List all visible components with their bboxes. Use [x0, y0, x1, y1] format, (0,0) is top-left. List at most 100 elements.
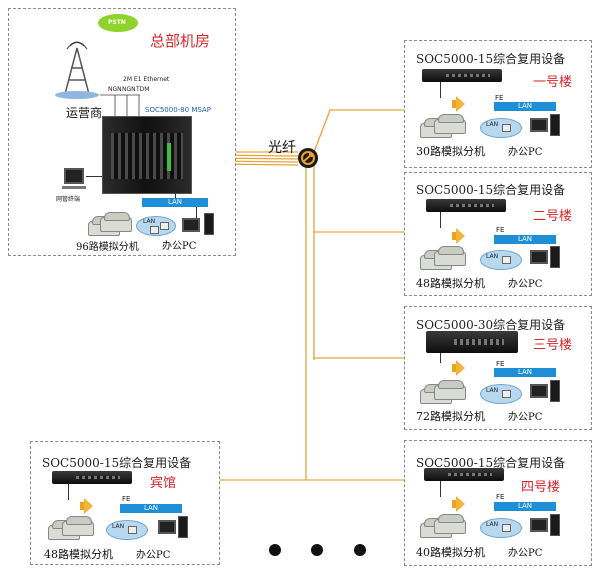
building-3-panel — [404, 306, 592, 430]
nms-link — [86, 176, 102, 177]
hq-phone-icon-2 — [100, 212, 134, 232]
building-4-pc-label: 办公PC — [508, 548, 543, 559]
building-4-speaker-icon — [452, 496, 466, 512]
building-4-name: 四号楼 — [521, 480, 561, 495]
hq-cloud-label: LAN — [143, 218, 156, 225]
pstn-label: PSTN — [108, 19, 126, 26]
hq-fe-line — [175, 192, 176, 200]
building-2-phone-icon-2 — [434, 246, 468, 266]
hotel-lan-bar: LAN — [120, 504, 182, 513]
pstn-cloud — [98, 14, 138, 32]
building-2-lan-cloud — [480, 250, 522, 270]
hotel-mini-pc — [128, 526, 137, 534]
building-4-mini-pc — [502, 524, 511, 532]
building-2-pc-label: 办公PC — [508, 279, 543, 290]
building-4-phone-line — [440, 481, 441, 497]
port-label-2: NGN — [122, 86, 136, 93]
building-2-pc-monitor-icon — [530, 250, 548, 264]
msap-chassis — [102, 116, 192, 194]
building-2-device-label: SOC5000-15综合复用设备 — [416, 183, 566, 197]
hotel-phone-icon-2 — [62, 516, 96, 536]
hq-pc-monitor-icon — [182, 218, 200, 232]
building-3-lan-bar: LAN — [494, 368, 556, 377]
building-3-mux-device — [426, 331, 518, 353]
hotel-speaker-icon — [80, 498, 94, 514]
building-3-speaker-icon — [452, 360, 466, 376]
building-2-mini-pc — [502, 256, 511, 264]
msap-label: SOC5000-80 MSAP — [145, 106, 211, 114]
hq-title: 总部机房 — [150, 32, 211, 50]
hotel-lan-cloud — [106, 520, 148, 540]
building-3-phone-icon-2 — [434, 380, 468, 400]
hotel-phone-line — [68, 484, 69, 500]
hotel-fe-label: FE — [122, 495, 131, 503]
building-1-pc-tower-icon — [550, 114, 560, 136]
hq-fe-label: FE — [177, 186, 186, 194]
building-1-mux-device — [422, 69, 502, 82]
port-label-1: NGN — [108, 86, 122, 93]
building-1-name: 一号楼 — [533, 75, 573, 90]
building-3-mini-pc — [502, 390, 511, 398]
building-3-pc-label: 办公PC — [508, 412, 543, 423]
nms-label: 网管终端 — [56, 196, 81, 203]
building-1-cloud-label: LAN — [486, 121, 499, 128]
building-3-device-label: SOC5000-30综合复用设备 — [416, 318, 566, 332]
port-label-3: TDM — [136, 86, 150, 93]
building-1-fe-label: FE — [495, 94, 504, 102]
building-4-fe-label: FE — [496, 493, 505, 501]
hq-pc-tower-icon — [204, 213, 214, 235]
fiber-label: 光纤 — [268, 140, 296, 156]
hotel-name: 宾馆 — [150, 476, 177, 491]
building-4-device-label: SOC5000-15综合复用设备 — [416, 456, 566, 470]
ellipsis-dots — [269, 544, 366, 556]
hotel-pc-monitor-icon — [158, 520, 176, 534]
hotel-cloud-label: LAN — [112, 523, 125, 530]
building-1-mini-pc — [502, 124, 511, 132]
building-2-panel — [404, 172, 592, 296]
building-3-name: 三号楼 — [533, 338, 573, 353]
msap-slots — [111, 133, 183, 179]
building-1-device-label: SOC5000-15综合复用设备 — [416, 52, 566, 66]
hq-phones-label: 96路模拟分机 — [76, 242, 139, 253]
building-1-pc-label: 办公PC — [508, 147, 543, 158]
hq-lan-drop — [196, 207, 197, 219]
building-3-cloud-label: LAN — [486, 387, 499, 394]
building-1-pc-monitor-icon — [530, 118, 548, 132]
building-2-pc-tower-icon — [550, 246, 560, 268]
hq-mini-pc-2 — [160, 222, 169, 230]
building-3-pc-monitor-icon — [530, 384, 548, 398]
hotel-pc-label: 办公PC — [136, 550, 171, 561]
building-2-speaker-icon — [452, 228, 466, 244]
msap-green-card — [167, 143, 171, 171]
building-3-pc-tower-icon — [550, 380, 560, 402]
building-4-lan-bar: LAN — [494, 502, 556, 511]
building-4-phones-label: 40路模拟分机 — [416, 546, 485, 559]
building-1-phones-label: 30路模拟分机 — [416, 145, 485, 158]
hq-pc-label: 办公PC — [162, 241, 197, 252]
hq-mini-pc-1 — [150, 226, 159, 234]
hq-uplinks — [100, 94, 140, 118]
building-2-phone-line — [440, 212, 441, 228]
hotel-phones-label: 48路模拟分机 — [44, 548, 113, 561]
building-4-phone-icon-2 — [434, 514, 468, 534]
nms-keyboard-icon — [62, 186, 86, 189]
hotel-panel — [30, 441, 220, 565]
building-3-fe-label: FE — [496, 360, 505, 368]
building-2-fe-label: FE — [496, 226, 505, 234]
building-2-phones-label: 48路模拟分机 — [416, 277, 485, 290]
building-1-phone-line — [440, 82, 441, 98]
building-1-lan-cloud — [480, 118, 522, 138]
hotel-mux-device — [52, 471, 132, 484]
building-1-phone-icon-2 — [434, 114, 468, 134]
hq-lan-bar: LAN — [142, 198, 208, 207]
building-4-lan-cloud — [480, 518, 522, 538]
nms-monitor-icon — [64, 168, 84, 184]
building-3-lan-cloud — [480, 384, 522, 404]
building-4-cloud-label: LAN — [486, 521, 499, 528]
hotel-pc-tower-icon — [178, 516, 188, 538]
ports-top-label: 2M E1 Ethernet — [123, 76, 170, 83]
building-3-phones-label: 72路模拟分机 — [416, 410, 485, 423]
building-4-pc-monitor-icon — [530, 518, 548, 532]
building-2-cloud-label: LAN — [486, 253, 499, 260]
